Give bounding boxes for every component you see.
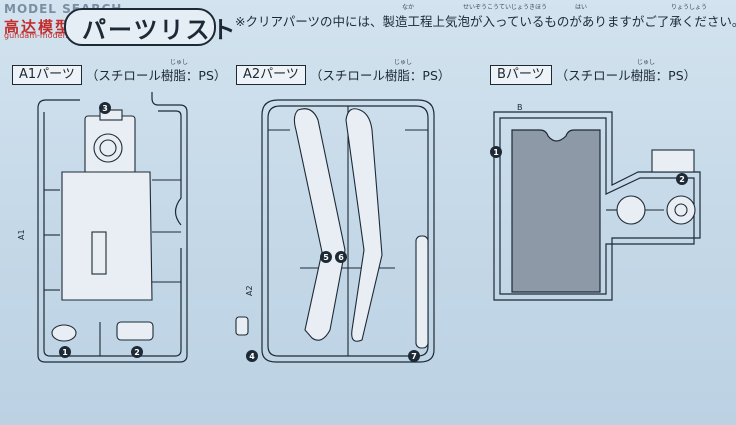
runner-b-ruby: じゅし xyxy=(637,59,656,66)
watermark-logo: 高达模型 xyxy=(4,18,73,36)
part-number-a1-3: 3 xyxy=(99,102,111,114)
part-number-a2-7: 7 xyxy=(408,350,420,362)
runner-a2-name: A2パーツ xyxy=(236,64,306,85)
runner-a1-frame xyxy=(37,92,188,363)
part-a1-2 xyxy=(116,321,154,341)
runner-b-name: Bパーツ xyxy=(490,64,552,85)
page-title: パーツリスト xyxy=(82,16,238,44)
part-number-a1-2: 2 xyxy=(131,346,143,358)
watermark-url: gundam-moder.com xyxy=(4,31,85,40)
svg-text:1: 1 xyxy=(493,148,499,157)
part-number-a1-1: 1 xyxy=(59,346,71,358)
part-a2-6-right-blade xyxy=(345,108,383,342)
note-ruby-ryoushou: りょうしょう xyxy=(671,4,708,11)
runner-a2-frame xyxy=(261,99,435,363)
clear-parts-note: ※クリアパーツの中には、製造工程上気泡が入っているものがありますがご了承ください… xyxy=(235,14,736,29)
svg-text:4: 4 xyxy=(249,352,255,361)
svg-text:6: 6 xyxy=(338,253,344,262)
svg-text:1: 1 xyxy=(62,348,68,357)
runner-label-b: Bパーツ（スチロール樹脂：PS） xyxy=(490,64,697,85)
part-a2-4-small xyxy=(235,316,249,336)
svg-text:2: 2 xyxy=(679,175,685,184)
runner-a2-material: （スチロール樹脂：PS） xyxy=(309,68,451,83)
part-number-a2-4: 4 xyxy=(246,350,258,362)
svg-text:7: 7 xyxy=(411,352,417,361)
runner-a2-side-tag: A2 xyxy=(245,285,254,296)
part-number-b-1: 1 xyxy=(490,146,502,158)
part-number-a2-6: 6 xyxy=(335,251,347,263)
runner-a1-side-tag: A1 xyxy=(17,229,26,240)
note-ruby-naka: なか xyxy=(402,4,415,11)
part-a2-5-left-blade xyxy=(293,108,346,341)
part-number-b-2: 2 xyxy=(676,173,688,185)
part-a2-7-rod xyxy=(415,235,429,349)
part-a1-3-lens xyxy=(84,109,136,175)
part-number-a2-5: 5 xyxy=(320,251,332,263)
svg-text:5: 5 xyxy=(323,253,329,262)
runner-b-side-tag: B xyxy=(517,103,523,112)
runner-a1-ruby: じゅし xyxy=(170,59,189,66)
runner-a1-material: （スチロール樹脂：PS） xyxy=(85,68,227,83)
runner-b-frame xyxy=(493,111,701,301)
svg-text:3: 3 xyxy=(102,104,108,113)
runner-a1-name: A1パーツ xyxy=(12,64,82,85)
title-pill xyxy=(64,8,216,46)
runner-a2-ruby: じゅし xyxy=(394,59,413,66)
part-a1-body xyxy=(61,171,153,301)
part-b-2-round xyxy=(666,195,696,225)
runner-b-material: （スチロール樹脂：PS） xyxy=(555,68,697,83)
runner-label-a1: A1パーツ（スチロール樹脂：PS） xyxy=(12,64,227,85)
part-a1-1 xyxy=(51,324,77,342)
runner-label-a2: A2パーツ（スチロール樹脂：PS） xyxy=(236,64,451,85)
note-ruby-hai: はい xyxy=(575,4,588,11)
note-ruby-seizou: せいぞうこうていじょうきほう xyxy=(463,4,548,11)
svg-text:2: 2 xyxy=(134,348,140,357)
part-b-1-plate xyxy=(511,129,601,293)
